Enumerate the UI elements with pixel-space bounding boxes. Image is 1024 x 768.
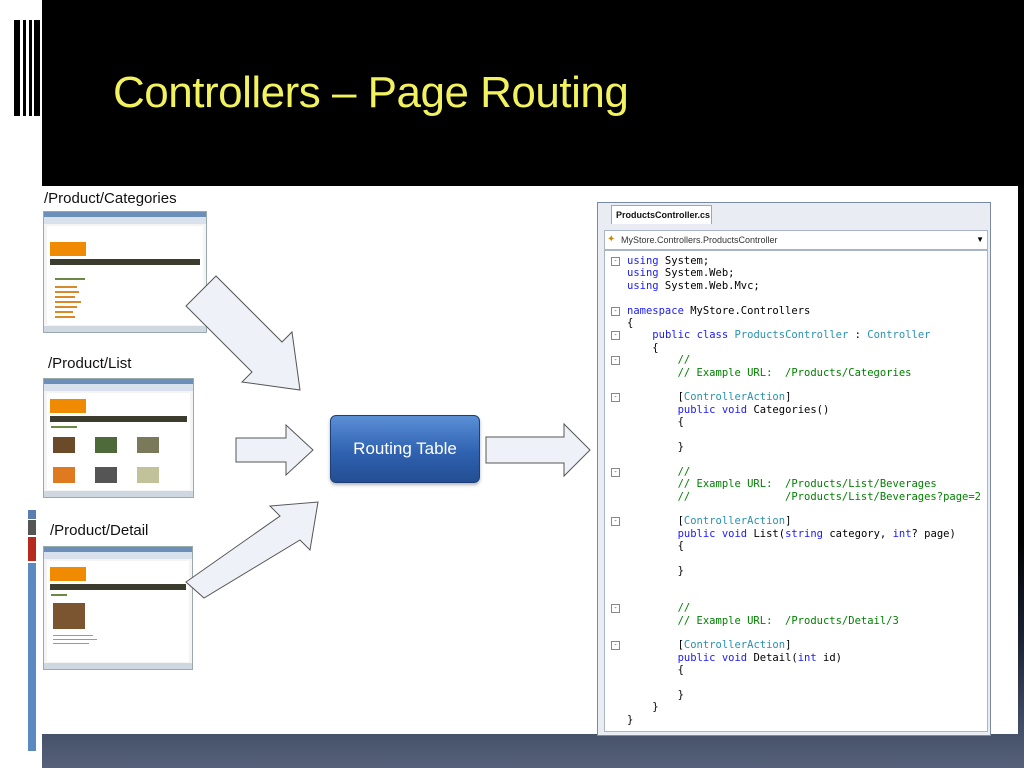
fold-toggle-icon[interactable]: - xyxy=(611,257,620,266)
accent-stripe xyxy=(28,563,36,751)
fold-toggle-icon[interactable]: - xyxy=(611,331,620,341)
fold-toggle-icon[interactable]: - xyxy=(611,306,620,316)
code-line: using System.Web; xyxy=(627,267,735,280)
fold-toggle-icon[interactable]: - xyxy=(611,356,620,366)
fold-toggle-icon[interactable]: - xyxy=(611,641,620,651)
code-line: public void Categories() xyxy=(677,403,830,416)
code-line: } xyxy=(627,565,684,577)
code-line: { xyxy=(627,416,684,429)
code-line: } xyxy=(627,701,659,714)
url-label-categories: /Product/Categories xyxy=(44,190,177,207)
code-line: // xyxy=(627,602,691,615)
code-line: // xyxy=(627,354,691,367)
code-line: public void List(string category, int? p… xyxy=(677,527,956,540)
code-line: using System.Web.Mvc; xyxy=(627,279,760,292)
routing-table-box: Routing Table xyxy=(330,415,480,483)
code-line: // Example URL: /Products/Categories xyxy=(627,366,912,379)
code-line: { xyxy=(627,341,659,354)
code-line: // Example URL: /Products/List/Beverages xyxy=(627,478,937,491)
code-line: // xyxy=(627,465,691,478)
accent-stripe xyxy=(28,520,36,535)
code-editor-window: ProductsController.cs ✦ MyStore.Controll… xyxy=(597,202,991,736)
browser-thumbnail-list xyxy=(43,378,194,498)
code-line: // Example URL: /Products/Detail/3 xyxy=(627,614,899,627)
slide-title: Controllers – Page Routing xyxy=(113,68,629,117)
url-label-detail: /Product/Detail xyxy=(50,522,149,539)
code-line: [ControllerAction] xyxy=(627,639,792,652)
code-line: public class ProductsController : Contro… xyxy=(652,329,931,342)
code-line: // /Products/List/Beverages?page=2 xyxy=(627,490,982,503)
accent-stripe xyxy=(28,510,36,519)
code-line: public void Detail(int id) xyxy=(677,651,842,664)
code-line: } xyxy=(627,713,634,726)
browser-thumbnail-categories xyxy=(43,211,207,333)
url-label-list: /Product/List xyxy=(48,355,132,372)
chevron-down-icon[interactable]: ▼ xyxy=(976,235,984,244)
file-tab[interactable]: ProductsController.cs xyxy=(611,205,712,224)
code-line: [ControllerAction] xyxy=(627,515,792,528)
arrow-down-right-icon xyxy=(185,275,301,391)
browser-thumbnail-detail xyxy=(43,546,193,670)
fold-toggle-icon[interactable]: - xyxy=(611,604,620,614)
code-line: namespace MyStore.Controllers xyxy=(627,304,811,317)
code-line: { xyxy=(627,317,634,329)
code-line: } xyxy=(627,689,684,701)
code-line: } xyxy=(627,441,684,453)
class-icon: ✦ xyxy=(607,234,616,245)
code-line: { xyxy=(627,540,684,553)
arrow-right-icon xyxy=(485,422,591,478)
code-line: { xyxy=(627,664,684,677)
outline-margin xyxy=(605,251,625,731)
nav-type-name: MyStore.Controllers.ProductsController xyxy=(621,235,778,245)
code-editor[interactable]: using System;using System.Web;using Syst… xyxy=(604,250,988,732)
arrow-up-right-icon xyxy=(185,501,319,599)
fold-toggle-icon[interactable]: - xyxy=(611,393,620,403)
code-line: using System; xyxy=(627,255,710,267)
fold-toggle-icon[interactable]: - xyxy=(611,517,620,527)
type-navigation-dropdown[interactable]: ✦ MyStore.Controllers.ProductsController… xyxy=(604,230,988,250)
fold-toggle-icon[interactable]: - xyxy=(611,467,620,477)
code-line: [ControllerAction] xyxy=(627,391,792,404)
accent-stripe xyxy=(28,537,36,561)
arrow-right-icon xyxy=(235,423,314,477)
routing-table-label: Routing Table xyxy=(353,439,457,458)
